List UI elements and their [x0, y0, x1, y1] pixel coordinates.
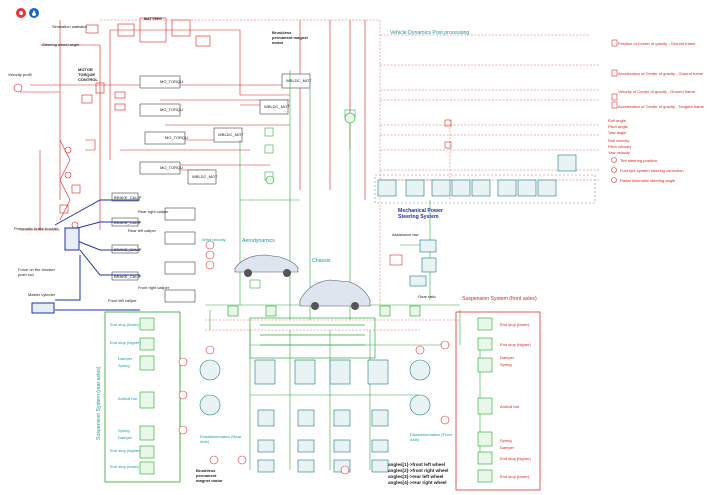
pp-item: Tire steering position [620, 158, 657, 163]
rear-spring-2: Spring [118, 428, 130, 433]
motor-block-label: WBLDC_MOT [264, 104, 290, 109]
pp-item: Yaw velocity [608, 150, 630, 155]
motor-torque-control-label: MOTOR TORQUE CONTROL [78, 67, 108, 82]
pp-item: Acceleration of Center of gravity - Grou… [618, 71, 703, 76]
caliper-block-label: BRAKE_CALIP [114, 220, 141, 225]
post-processing-panel [375, 40, 617, 203]
rear-damper-2: Damper [118, 435, 132, 440]
front-end-stop-higher: End stop (higher) [500, 342, 531, 347]
sensor-block[interactable] [406, 180, 424, 196]
pp-item: Roll velocity [608, 138, 629, 143]
pp-item: Pitch angle [608, 124, 628, 129]
elastokinematics-front-label: Elastokinematics (Front Axle) [410, 432, 454, 442]
wheel-angle-output: angles[3]->rear left wheel [388, 474, 443, 479]
caliper-block[interactable] [165, 208, 195, 220]
wheel-assemblies [200, 360, 430, 472]
suspension-front-title: Suspension System (front axles) [462, 296, 537, 302]
motor-block-label: WBLDC_MOT [192, 174, 218, 179]
pp-item: Yaw angle [608, 130, 626, 135]
rear-end-stop-lower: End stop (lower) [110, 322, 139, 327]
elastokinematics-rear-label: Elastokinematics (Rear Axle) [200, 434, 244, 444]
front-damper: Damper [500, 355, 514, 360]
brushless-bottom-label: Brushless permanent magnet motor [196, 468, 230, 483]
aerodynamics-title: Aerodynamics [242, 238, 275, 244]
suspension-rear-elements [140, 318, 154, 474]
master-cylinder-label: Master cylinder [28, 292, 55, 297]
gear-ratio-label: Gear ratio [418, 294, 436, 299]
sensor-block[interactable] [558, 155, 576, 171]
velocity-profile-label: Velocity profil [8, 72, 32, 77]
front-end-stop-lower: End stop (lower) [500, 322, 529, 327]
front-end-stop-lower-2: End stop (lower) [500, 474, 529, 479]
rear-spring: Spring [118, 363, 130, 368]
rear-end-stop-lower-2: End stop (lower) [110, 464, 139, 469]
wheel-angle-output: angles[1]->front left wheel [388, 462, 445, 467]
rear-left-caliper-label: Rear left caliper [128, 228, 156, 233]
motor-block-label: WBLDC_MOT [218, 132, 244, 137]
sensor-block[interactable] [378, 180, 396, 196]
steering-wheel-angle-label: Steering wheel angle [42, 42, 79, 47]
force-on-pedal-label: Force on the booster push rod [18, 267, 62, 277]
brushless-top-label: Brushless permanent magnet motor [272, 30, 310, 45]
pp-item: Position of Center of gravity - Ground f… [618, 41, 695, 46]
front-spring: Spring [500, 362, 512, 367]
pp-item: Radar kinematic steering angle [620, 178, 675, 183]
sensor-block[interactable] [432, 180, 450, 196]
torque-block-label: MO_TORQU [160, 79, 183, 84]
front-left-caliper-label: Front left caliper [108, 298, 137, 303]
suspension-front-box [456, 312, 540, 490]
blue-drop-icon[interactable] [29, 8, 39, 18]
rear-end-stop-higher-2: End stop (higher) [110, 448, 141, 453]
assistance-law-label: Assistance law [392, 232, 418, 237]
front-spring-2: Spring [500, 438, 512, 443]
front-right-caliper-label: Front right caliper [138, 285, 169, 290]
pneumatic-booster-label: Pneumatic brake booster [14, 226, 58, 231]
sensor-block[interactable] [518, 180, 536, 196]
front-end-stop-higher-2: End stop (higher) [500, 456, 531, 461]
sensor-block[interactable] [472, 180, 490, 196]
sensor-block[interactable] [498, 180, 516, 196]
caliper-block-label: BRAKE_CALIP [114, 274, 141, 279]
caliper-block[interactable] [165, 232, 195, 244]
rear-antiroll: Antiroll bar [118, 396, 137, 401]
chassis-car-icon [300, 280, 370, 310]
torque-block-label: MO_TORQU [160, 107, 183, 112]
vehicle-dynamics-title: Vehicle Dynamics Post processing [390, 30, 469, 36]
wind-velocity-label: Wind velocity [202, 237, 226, 242]
caliper-block-label: BRAKE_CALIP [114, 247, 141, 252]
pp-item: Velocity of Center of gravity - Ground f… [618, 89, 695, 94]
pp-item: Acceleration of Center of gravity - Tang… [618, 104, 704, 109]
motor-block-label: WBLDC_MOT [286, 78, 312, 83]
suspension-front-elements [478, 318, 492, 482]
red-circle-icon[interactable] [16, 8, 26, 18]
caliper-block-label: BRAKE_CALIP [114, 195, 141, 200]
sensor-block[interactable] [538, 180, 556, 196]
front-antiroll: Antiroll bar [500, 404, 519, 409]
rear-right-caliper-label: Rear right caliper [138, 209, 168, 214]
simulation-statistics-label[interactable]: Simulation statistics [52, 24, 87, 29]
power-steering [390, 240, 436, 286]
torque-block-label: MO_TORQU [160, 165, 183, 170]
suspension-rear-title: Suspension System (rear axles) [96, 366, 102, 440]
sensor-block[interactable] [452, 180, 470, 196]
rear-end-stop-higher: End stop (higher) [110, 340, 141, 345]
wheel-angle-output: angles[4]->rear right wheel [388, 480, 447, 485]
pp-item: Roll angle [608, 118, 626, 123]
mech-power-steering-title: Mechanical Power Steering System [398, 208, 458, 220]
battery-label: BATTERY [144, 16, 162, 21]
caliper-block[interactable] [165, 290, 195, 302]
pp-item: Pitch velocity [608, 144, 631, 149]
caliper-block[interactable] [165, 262, 195, 274]
front-damper-2: Damper [500, 445, 514, 450]
electric-network [14, 18, 365, 230]
car-icon [235, 255, 298, 277]
pp-item: Foot tyre system steering correction [620, 168, 684, 173]
wheel-angle-output: angles[2]->front right wheel [388, 468, 448, 473]
rear-damper: Damper [118, 356, 132, 361]
torque-block-label: MO_TORQU [165, 135, 188, 140]
chassis-block [250, 318, 375, 358]
chassis-title: Chassis [312, 258, 330, 264]
